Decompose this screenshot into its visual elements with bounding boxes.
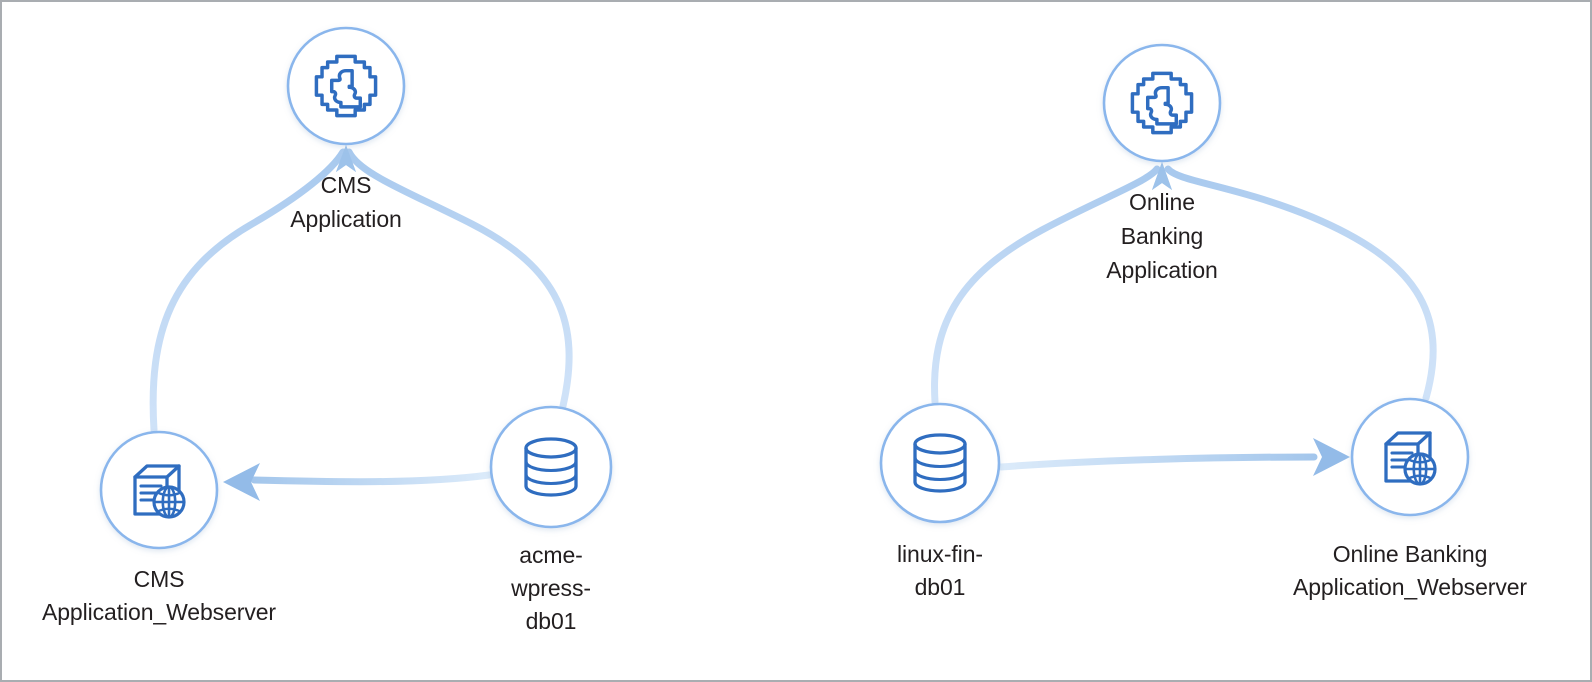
node-online-banking-application[interactable] <box>1102 43 1222 163</box>
webserver-globe-icon <box>1384 431 1437 486</box>
node-cms-application-webserver[interactable] <box>99 430 219 550</box>
database-cylinder-icon <box>913 433 967 493</box>
node-acme-wpress-db01[interactable] <box>489 405 613 529</box>
edge-acme-wpress-db01-to-cms-webserver[interactable] <box>223 463 493 501</box>
edge-online-banking-webserver-to-online-banking-application[interactable] <box>1152 162 1437 402</box>
node-linux-fin-db01[interactable] <box>879 402 1001 524</box>
database-cylinder-icon <box>524 437 578 497</box>
edge-linux-fin-db01-to-online-banking-webserver[interactable] <box>997 438 1350 476</box>
edge-linux-fin-db01-to-online-banking-application[interactable] <box>931 162 1172 406</box>
edge-cms-webserver-to-cms-application[interactable] <box>149 145 356 434</box>
webserver-globe-icon <box>133 464 186 519</box>
application-gear-puzzle-icon <box>1130 71 1194 135</box>
edge-acme-wpress-db01-to-cms-application[interactable] <box>336 145 573 410</box>
node-online-banking-application-webserver[interactable] <box>1350 397 1470 517</box>
node-cms-application[interactable] <box>286 26 406 146</box>
application-gear-puzzle-icon <box>314 54 378 118</box>
